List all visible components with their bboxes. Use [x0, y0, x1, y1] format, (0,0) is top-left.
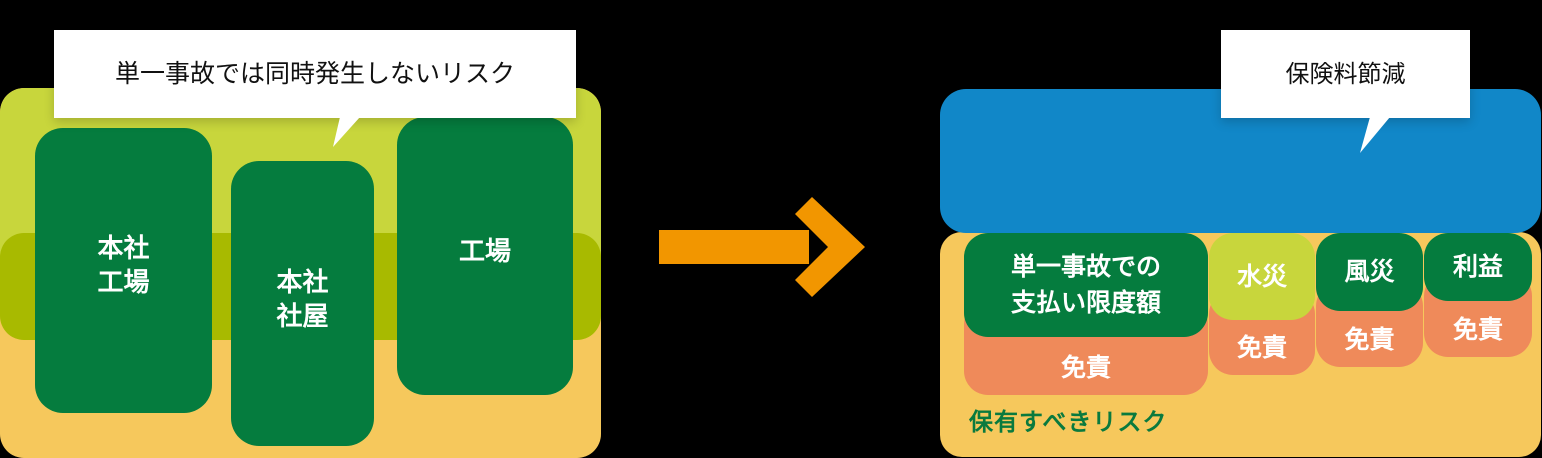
coverage-label-line: 風災 [1344, 257, 1395, 286]
coverage-label-line: 単一事故での [1010, 252, 1161, 281]
right-callout-text: 保険料節減 [1285, 60, 1406, 88]
deductible-label: 免責 [1060, 353, 1111, 382]
coverage-block-profit: 利益 [1424, 233, 1532, 301]
building-label-line: 工場 [97, 268, 150, 298]
arrow-right-icon [795, 197, 865, 297]
coverage-block-wind: 風災 [1316, 233, 1423, 311]
right-callout-tail [1360, 117, 1390, 153]
building-label-line: 社屋 [276, 302, 329, 332]
building-label-line: 本社 [276, 268, 329, 298]
left-callout: 単一事故では同時発生しないリスク [54, 30, 576, 118]
coverage-block-limit: 単一事故での 支払い限度額 [964, 233, 1208, 337]
building-head-office-factory: 本社 工場 [35, 128, 212, 413]
building-head-office: 本社 社屋 [231, 161, 374, 446]
deductible-label: 免責 [1452, 315, 1503, 344]
right-callout: 保険料節減 [1221, 30, 1470, 118]
coverage-label-line: 水災 [1236, 261, 1287, 291]
coverage-block-flood: 水災 [1209, 233, 1315, 320]
building-label-line: 本社 [97, 234, 150, 264]
coverage-label-line: 利益 [1452, 252, 1503, 281]
retained-risk-label: 保有すべきリスク [969, 408, 1168, 436]
left-callout-text: 単一事故では同時発生しないリスク [114, 59, 515, 88]
left-callout-tail [333, 117, 360, 147]
building-factory: 工場 [397, 117, 573, 395]
deductible-label: 免責 [1236, 333, 1287, 362]
arrow-shaft [659, 230, 809, 264]
deductible-label: 免責 [1344, 325, 1395, 354]
building-label-line: 工場 [458, 237, 511, 267]
coverage-label-line: 支払い限度額 [1010, 288, 1161, 317]
